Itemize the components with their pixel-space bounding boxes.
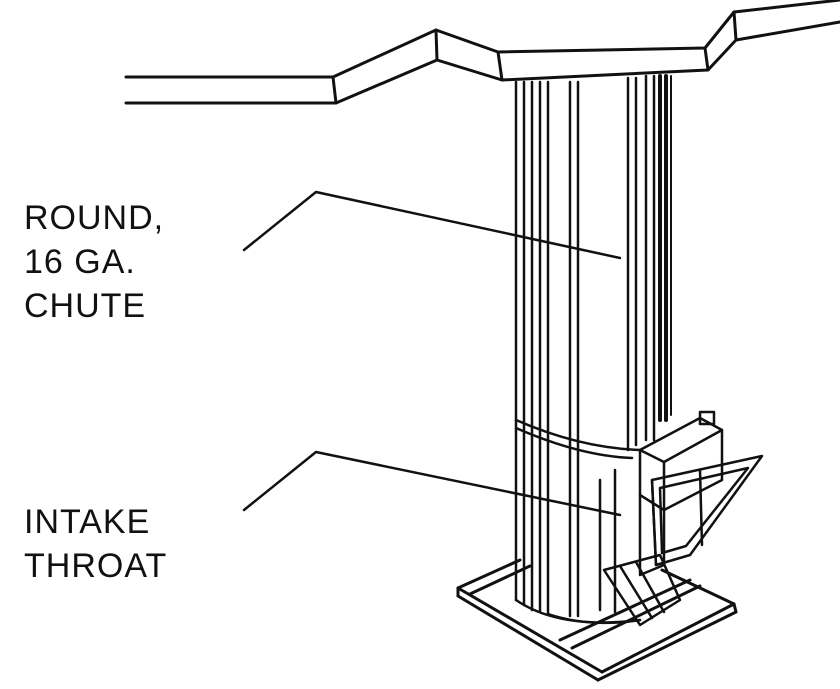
floor-slab <box>124 0 840 105</box>
chute-callout-line-3: CHUTE <box>24 287 147 325</box>
chute-callout-line-1: ROUND, <box>24 199 165 237</box>
leader-lines <box>242 190 622 517</box>
intake-throat <box>514 410 764 627</box>
intake-callout-line-2: THROAT <box>24 547 168 585</box>
base-frame <box>456 558 738 682</box>
chute-callout-line-2: 16 GA. <box>24 243 136 281</box>
intake-callout-label: INTAKE THROAT <box>24 500 167 588</box>
intake-leader-line <box>242 450 622 517</box>
round-chute <box>514 74 672 618</box>
chute-leader-line <box>242 190 622 260</box>
intake-callout-line-1: INTAKE <box>24 503 151 541</box>
chute-callout-label: ROUND, 16 GA. CHUTE <box>24 196 164 328</box>
